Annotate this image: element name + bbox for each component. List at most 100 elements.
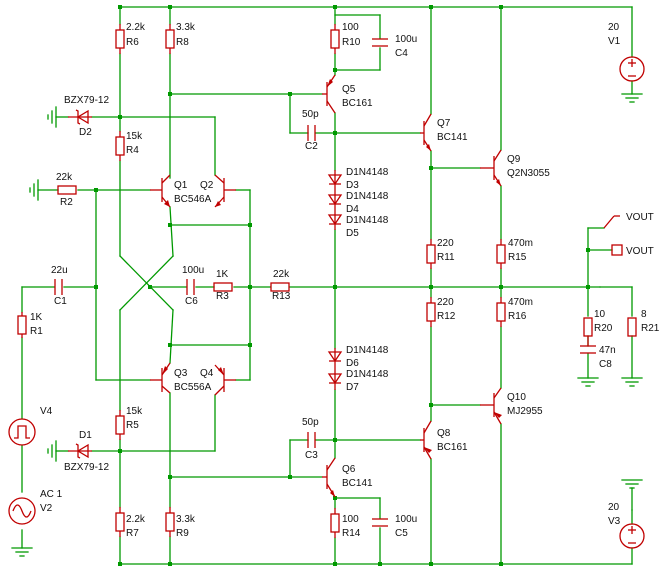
label-q6: Q6	[342, 464, 356, 475]
ground-r21	[621, 377, 643, 387]
label-r8-value: 3.3k	[176, 22, 196, 33]
diode-d3	[327, 170, 343, 190]
transistor-q5	[322, 74, 336, 114]
label-c4-value: 100u	[395, 34, 417, 45]
label-r6-value: 2.2k	[126, 22, 146, 33]
label-r5: R5	[126, 420, 139, 431]
label-c6: C6	[185, 296, 198, 307]
label-v2-value: AC 1	[40, 489, 63, 500]
label-q3-value: BC556A	[174, 382, 212, 393]
label-r9: R9	[176, 528, 189, 539]
label-r20-value: 10	[594, 309, 606, 320]
vout-port-icon	[611, 244, 623, 256]
ground-r2	[29, 179, 39, 201]
label-d5-value: D1N4148	[346, 215, 389, 226]
label-v1: V1	[608, 36, 621, 47]
label-r7: R7	[126, 528, 139, 539]
ac-source-v2	[8, 497, 36, 525]
resistor-r8	[165, 24, 175, 54]
zener-diode-d2	[68, 109, 92, 125]
diode-d6	[327, 348, 343, 370]
label-r5-value: 15k	[126, 406, 143, 417]
label-r16-value: 470m	[508, 297, 533, 308]
label-d3-value: D1N4148	[346, 167, 389, 178]
label-c8-value: 47n	[599, 345, 616, 356]
label-q4: Q4	[200, 368, 214, 379]
label-r2-value: 22k	[56, 172, 73, 183]
label-d2: D2	[79, 127, 92, 138]
label-r3: R3	[216, 291, 229, 302]
label-d7-value: D1N4148	[346, 369, 389, 380]
label-c2-value: 50p	[302, 109, 319, 120]
transistor-q1	[150, 174, 171, 208]
label-q1-value: BC546A	[174, 194, 212, 205]
capacitor-c6	[186, 279, 195, 295]
label-r13-value: 22k	[273, 269, 290, 280]
dc-source-v1	[619, 56, 645, 82]
transistor-q9	[480, 149, 502, 187]
diode-d5	[327, 210, 343, 230]
transistor-q2	[214, 174, 236, 208]
label-c3: C3	[305, 450, 318, 461]
label-r2: R2	[60, 197, 73, 208]
label-c2: C2	[305, 141, 318, 152]
capacitor-c2	[307, 125, 316, 141]
label-r20: R20	[594, 323, 613, 334]
capacitor-c1	[54, 279, 63, 295]
resistor-r4	[115, 131, 125, 161]
resistor-r6	[115, 24, 125, 54]
label-r21-value: 8	[641, 309, 647, 320]
resistor-r5	[115, 410, 125, 440]
diode-d4	[327, 190, 343, 210]
label-r1: R1	[30, 326, 43, 337]
label-r12: R12	[437, 311, 456, 322]
label-d1-value: BZX79-12	[64, 462, 109, 473]
transistor-q7	[420, 113, 432, 152]
label-v4: V4	[40, 406, 53, 417]
label-vout-1: VOUT	[626, 212, 654, 223]
ground-v2	[11, 547, 33, 557]
label-q8-value: BC161	[437, 442, 468, 453]
label-c5: C5	[395, 528, 408, 539]
resistor-r16	[496, 297, 506, 327]
label-d7: D7	[346, 382, 359, 393]
label-v3: V3	[608, 516, 621, 527]
resistor-r21	[627, 317, 637, 337]
label-q3: Q3	[174, 368, 188, 379]
ground-d1	[47, 440, 57, 462]
label-r4: R4	[126, 145, 139, 156]
label-c1-value: 22u	[51, 265, 68, 276]
label-c6-value: 100u	[182, 265, 204, 276]
label-r15: R15	[508, 252, 527, 263]
resistor-r2	[57, 185, 77, 195]
junctions	[94, 5, 590, 566]
label-q7: Q7	[437, 118, 451, 129]
label-d6: D6	[346, 358, 359, 369]
label-d3: D3	[346, 180, 359, 191]
resistor-r14	[330, 508, 340, 538]
resistor-r11	[426, 239, 436, 269]
resistor-r10	[330, 24, 340, 54]
resistor-r13	[270, 282, 290, 292]
resistor-r3	[213, 282, 233, 292]
ground-d2	[47, 106, 57, 128]
label-q10: Q10	[507, 392, 526, 403]
label-q10-value: MJ2955	[507, 406, 543, 417]
diode-d7	[327, 370, 343, 390]
capacitor-c8	[580, 336, 596, 354]
resistor-r20	[583, 317, 593, 337]
resistor-r15	[496, 239, 506, 269]
pulse-source-v4	[8, 418, 36, 446]
label-r8: R8	[176, 37, 189, 48]
label-q9: Q9	[507, 154, 521, 165]
label-c3-value: 50p	[302, 417, 319, 428]
label-d6-value: D1N4148	[346, 345, 389, 356]
label-c8: C8	[599, 359, 612, 370]
vout-probe-icon	[603, 215, 620, 229]
label-q6-value: BC141	[342, 478, 373, 489]
label-q8: Q8	[437, 428, 451, 439]
label-d5: D5	[346, 228, 359, 239]
capacitor-c3	[307, 432, 316, 448]
transistor-q10	[480, 387, 502, 425]
